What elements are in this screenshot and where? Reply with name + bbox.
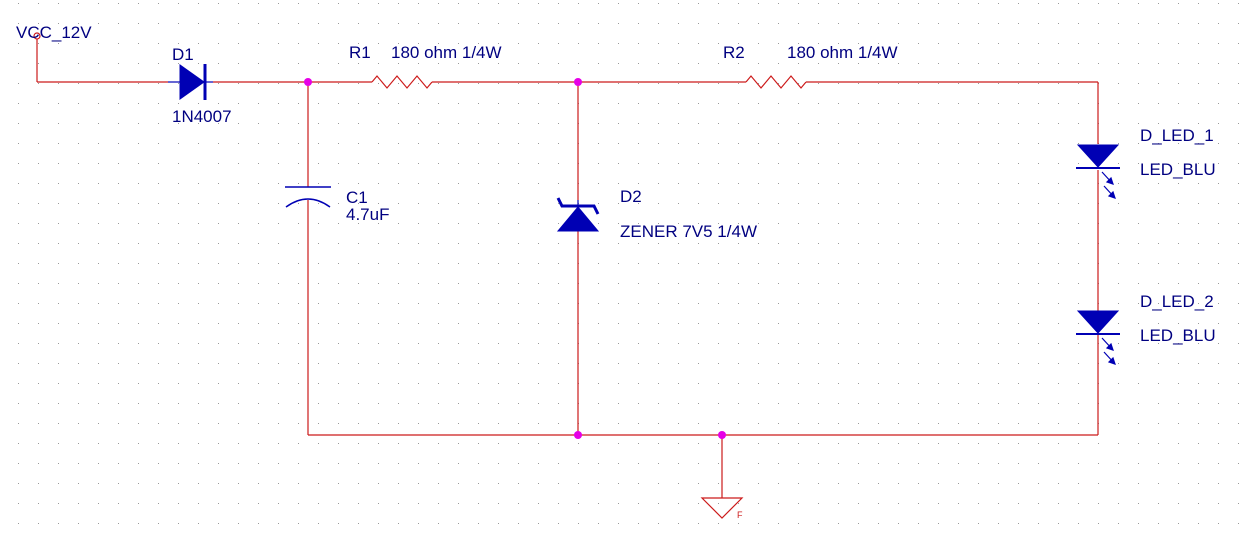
r2-value-label: 180 ohm 1/4W [787,43,898,62]
c1-value-label: 4.7uF [346,205,390,224]
led1-ref-label: D_LED_1 [1140,126,1214,145]
ground-label: F [737,510,743,520]
led2-icon [1076,310,1120,365]
vcc-terminal-icon [33,32,41,40]
led2-ref-label: D_LED_2 [1140,292,1214,311]
r2-ref-label: R2 [723,43,745,62]
d2-value-label: ZENER 7V5 1/4W [620,222,757,241]
wires [36,38,1099,498]
junctions [304,78,726,439]
ground-icon [700,497,744,519]
r1-resistor-icon [371,75,433,89]
d2-zener-icon [556,197,600,232]
r1-ref-label: R1 [349,43,371,62]
r2-resistor-icon [745,75,807,89]
led1-icon [1076,144,1120,199]
r1-value-label: 180 ohm 1/4W [391,43,502,62]
led1-value-label: LED_BLU [1140,160,1216,179]
d1-value-label: 1N4007 [172,107,232,126]
d1-ref-label: D1 [172,45,194,64]
vcc-label: VCC_12V [16,23,92,42]
c1-ref-label: C1 [346,188,368,207]
c1-capacitor-icon [285,186,331,208]
d2-ref-label: D2 [620,187,642,206]
led2-value-label: LED_BLU [1140,326,1216,345]
d1-diode-icon [168,64,213,100]
